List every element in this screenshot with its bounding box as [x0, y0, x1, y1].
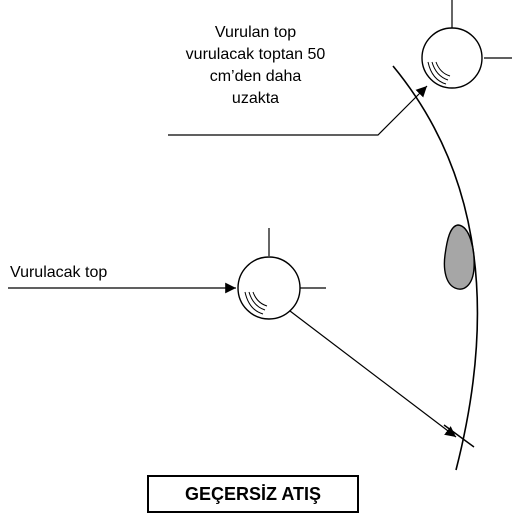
struck-ball [421, 0, 512, 89]
caption-box: GEÇERSİZ ATIŞ [147, 475, 359, 513]
shot-trajectory-arrow [289, 310, 457, 438]
struck-ball-pointer [168, 85, 428, 136]
struck-ball-label-line-3: cm’den daha [209, 68, 302, 85]
target-ball [237, 228, 326, 320]
struck-ball-label-line-2: vurulacak toptan 50 [185, 46, 326, 63]
struck-ball-label-line-4: uzakta [231, 90, 280, 107]
arc-tick-mark [443, 424, 475, 448]
struck-ball-label: Vurulan top vurulacak toptan 50 cm’den d… [148, 22, 363, 110]
target-ball-label: Vurulacak top [10, 264, 108, 281]
caption-text: GEÇERSİZ ATIŞ [184, 483, 321, 504]
hole-shape [443, 224, 475, 290]
struck-ball-label-line-1: Vurulan top [214, 24, 297, 41]
